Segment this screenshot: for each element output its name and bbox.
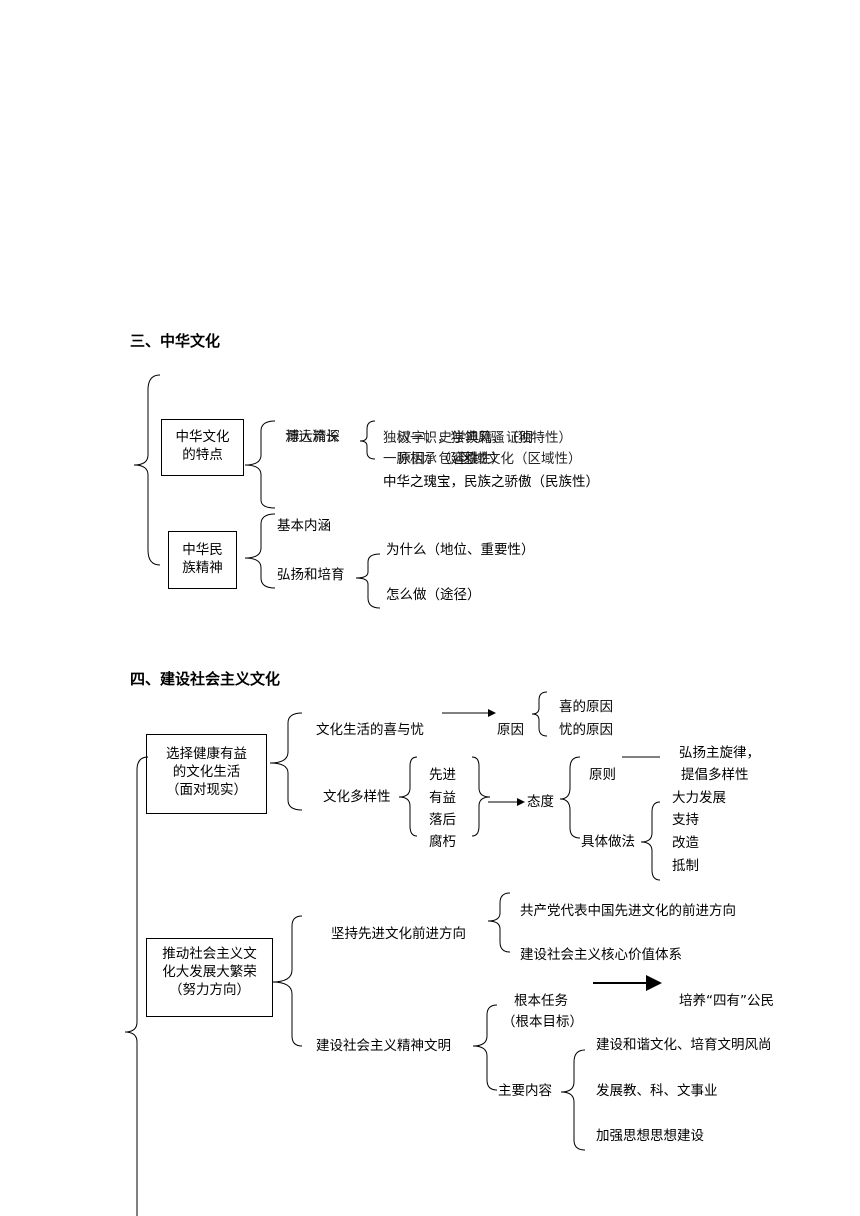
section-three-heading: 三、中华文化 (130, 332, 221, 350)
box-line: （努力方向） (169, 982, 250, 998)
box-line: 的文化生活 (172, 764, 241, 780)
diversity-label: 文化多样性 (323, 789, 391, 805)
reason-label: 原因 (497, 722, 524, 738)
section-four-heading: 四、建设社会主义文化 (130, 670, 281, 688)
worry-reason: 忧的原因 (559, 722, 613, 738)
principle-text-1: 弘扬主旋律， (679, 745, 760, 761)
box-line: 中华文化 (175, 429, 230, 445)
spiritual-civilization: 建设社会主义精神文明 (316, 1038, 451, 1054)
box-line: 中华民 (182, 542, 223, 558)
method-support: 支持 (672, 812, 699, 828)
trait-uniqueness: 独树一帜，独领风骚（独特性） (383, 430, 572, 446)
national-spirit-box: 中华民 族精神 (168, 531, 237, 589)
kind-decadent: 腐朽 (429, 834, 456, 850)
content-harmony: 建设和谐文化、培育文明风尚 (596, 1037, 772, 1053)
principle-text-2: 提倡多样性 (681, 767, 749, 783)
basic-connotation: 基本内涵 (277, 518, 331, 534)
core-values: 建设社会主义核心价值体系 (520, 947, 682, 963)
box-line: 族精神 (182, 560, 223, 576)
content-ideology: 加强思想思想建设 (596, 1128, 704, 1144)
fundamental-task: 根本任务 (514, 993, 568, 1009)
kind-beneficial: 有益 (429, 790, 456, 806)
joy-reason: 喜的原因 (559, 699, 613, 715)
how-item: 怎么做（途径） (386, 587, 481, 603)
feature-long-history: 源远流长 (285, 429, 339, 445)
kind-backward: 落后 (429, 812, 456, 828)
box-line: 的特点 (182, 447, 223, 463)
box-line: 选择健康有益 (166, 746, 247, 762)
method-develop: 大力发展 (672, 790, 726, 806)
box-line: （面对现实） (166, 782, 247, 798)
trait-national: 中华之瑰宝，民族之骄傲（民族性） (383, 474, 599, 490)
content-education: 发展教、科、文事业 (596, 1083, 718, 1099)
advanced-direction: 坚持先进文化前进方向 (331, 926, 466, 942)
promote-cultivate: 弘扬和培育 (277, 567, 345, 583)
principle-label: 原则 (589, 767, 616, 783)
attitude-label: 态度 (527, 794, 554, 810)
box-line: 推动社会主义文 (162, 946, 257, 962)
box-line: 化大发展大繁荣 (162, 964, 257, 980)
four-haves-citizen: 培养“四有”公民 (679, 993, 774, 1009)
kind-advanced: 先进 (429, 767, 456, 783)
culture-features-box: 中华文化 的特点 (161, 419, 244, 476)
trait-continuity: 一脉相承（延续性） (383, 451, 505, 467)
method-resist: 抵制 (672, 858, 699, 874)
fundamental-goal: （根本目标） (502, 1014, 583, 1030)
trait-regional: 区域文化（区域性） (460, 451, 582, 467)
promote-culture-box: 推动社会主义文 化大发展大繁荣 （努力方向） (146, 938, 273, 1017)
method-reform: 改造 (672, 835, 699, 851)
why-item: 为什么（地位、重要性） (386, 542, 535, 558)
trait-evidence: 汉字、史学典籍、证明 (398, 430, 533, 446)
main-content-label: 主要内容 (498, 1083, 552, 1099)
trait-reason: 原因：包容性 (398, 451, 479, 467)
joy-worry-label: 文化生活的喜与忧 (316, 722, 424, 738)
feature-broad-profound: 博大精深 (286, 429, 340, 445)
party-direction: 共产党代表中国先进文化的前进方向 (520, 903, 736, 919)
choose-culture-box: 选择健康有益 的文化生活 （面对现实） (146, 734, 267, 814)
method-label: 具体做法 (581, 834, 635, 850)
